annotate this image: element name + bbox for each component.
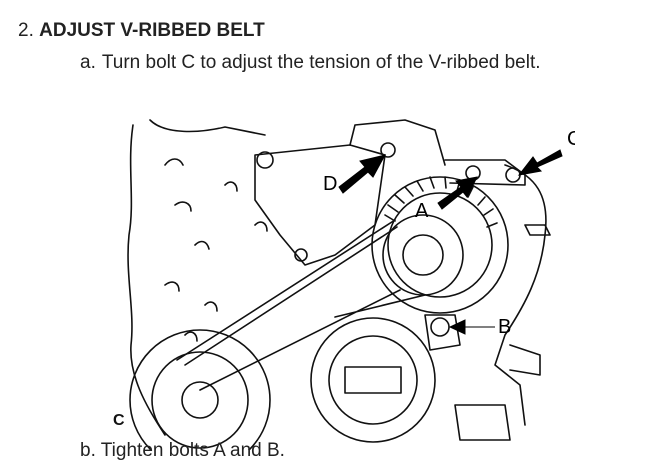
crank-pulley-inner [151,351,249,449]
step-heading: 2. ADJUST V-RIBBED BELT [18,20,265,42]
lower-pulley [310,317,436,443]
v-ribbed-belt-inner [184,226,398,366]
callout-c: C [567,128,575,150]
engine-belt-diagram: D A C B [105,105,575,450]
crank-pulley [129,329,271,450]
alternator-pulley-hub [402,234,444,276]
lower-pulley-inner [328,335,418,425]
alternator-pulley [382,214,464,296]
alternator-body [371,176,509,314]
substep-text: Turn bolt C to adjust the tension of the… [101,52,541,73]
step-title: ADJUST V-RIBBED BELT [39,20,265,41]
bolt-b [430,317,450,337]
arrow-a [437,176,478,210]
bracket-hole [294,248,308,262]
top-bracket [349,119,446,166]
diagram-svg: D A C B [127,119,575,450]
substep-a: a.Turn bolt C to adjust the tension of t… [80,52,541,74]
arrow-d [338,154,386,194]
callout-a: A [415,200,429,222]
engine-block-outline [127,124,166,436]
step-number: 2. [18,20,34,41]
arrow-b [448,319,495,335]
bolt-b-bracket [424,314,461,351]
substep-letter: a. [80,52,96,73]
alternator-ring [387,192,493,298]
engine-block-edge [149,119,266,136]
v-ribbed-belt [176,219,426,391]
right-housing-detail [509,224,551,376]
bracket-hole [256,151,274,169]
arrow-c [517,149,563,176]
engine-block-detail [164,158,268,342]
right-housing [494,164,547,426]
lower-right-part [454,404,511,441]
callout-b: B [498,316,511,338]
callout-d: D [323,173,337,195]
bracket-plate [254,144,386,266]
figure-id: C [113,412,125,429]
alternator-fins [384,176,498,228]
crank-pulley-hub [181,381,219,419]
bolt-d [380,142,396,158]
substep-b: b. Tighten bolts A and B. [80,440,285,461]
lower-pulley-cross [344,366,402,394]
